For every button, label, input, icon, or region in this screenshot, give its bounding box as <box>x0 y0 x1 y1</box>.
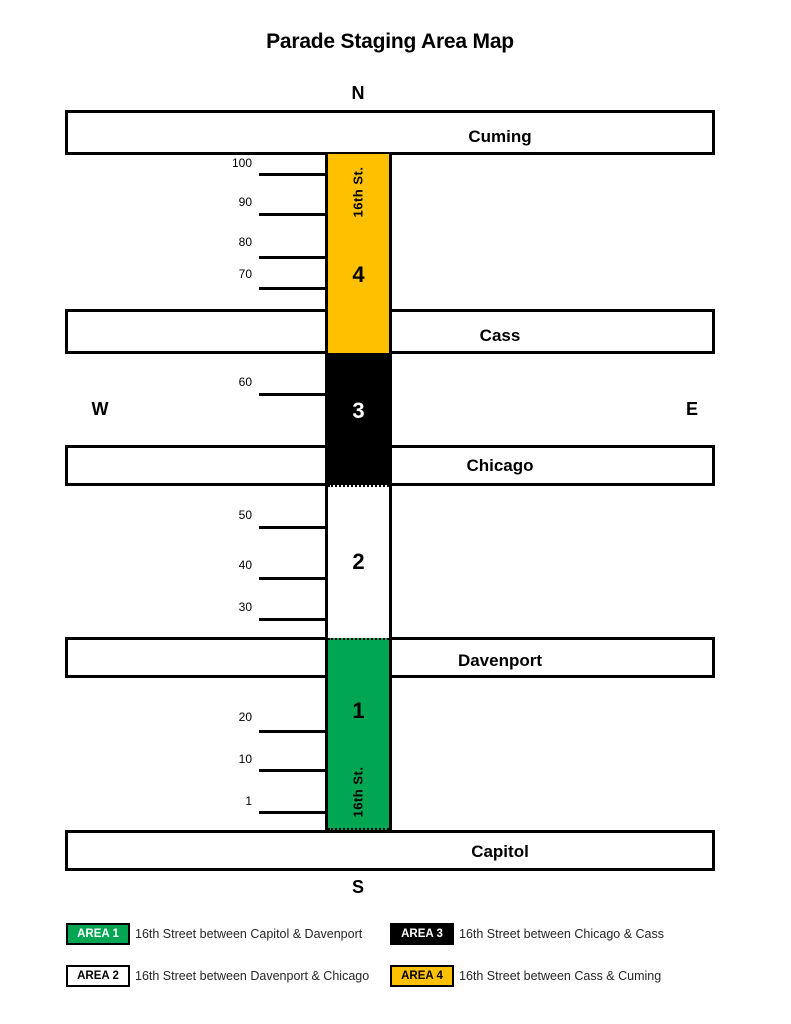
street-label-cass: Cass <box>479 326 521 345</box>
tick-line-90 <box>259 213 325 216</box>
tick-line-100 <box>259 173 325 176</box>
legend-desc-area4: 16th Street between Cass & Cuming <box>459 969 662 983</box>
tick-label-90: 90 <box>238 195 252 209</box>
area-number-2: 2 <box>352 549 365 574</box>
street-label-capitol: Capitol <box>471 842 529 861</box>
area-number-1: 1 <box>352 698 365 723</box>
compass-south-label: S <box>351 877 364 897</box>
legend-item-area2: AREA 2 16th Street between Davenport & C… <box>66 965 369 987</box>
legend-swatch-area3: AREA 3 <box>390 923 454 945</box>
tick-line-70 <box>259 287 325 290</box>
page-title: Parade Staging Area Map <box>266 30 514 53</box>
legend-desc-area1: 16th Street between Capitol & Davenport <box>135 927 363 941</box>
tick-line-60 <box>259 393 325 396</box>
vertical-street-label-south: 16th St. <box>350 766 366 818</box>
tick-label-10: 10 <box>238 752 252 766</box>
tick-label-30: 30 <box>238 600 252 614</box>
area-3-segment <box>328 353 389 485</box>
tick-line-1 <box>259 811 325 814</box>
tick-label-70: 70 <box>238 267 252 281</box>
legend-item-area3: AREA 3 16th Street between Chicago & Cas… <box>390 923 664 945</box>
legend-desc-area3: 16th Street between Chicago & Cass <box>459 927 664 941</box>
tick-line-50 <box>259 526 325 529</box>
street-bar-capitol <box>65 830 715 871</box>
tick-line-40 <box>259 577 325 580</box>
tick-label-1: 1 <box>245 794 252 808</box>
legend-swatch-area1: AREA 1 <box>66 923 130 945</box>
tick-label-60: 60 <box>238 375 252 389</box>
street-label-cuming: Cuming <box>468 127 532 146</box>
legend-swatch-area4: AREA 4 <box>390 965 454 987</box>
area-1-segment <box>328 638 389 830</box>
tick-line-30 <box>259 618 325 621</box>
legend-item-area4: AREA 4 16th Street between Cass & Cuming <box>390 965 661 987</box>
compass-west-label: W <box>91 399 109 419</box>
tick-label-20: 20 <box>238 710 252 724</box>
legend-item-area1: AREA 1 16th Street between Capitol & Dav… <box>66 923 362 945</box>
tick-label-50: 50 <box>238 508 252 522</box>
tick-label-40: 40 <box>238 558 252 572</box>
tick-line-80 <box>259 256 325 259</box>
tick-label-80: 80 <box>238 235 252 249</box>
tick-line-20 <box>259 730 325 733</box>
street-label-chicago: Chicago <box>466 456 534 475</box>
legend-desc-area2: 16th Street between Davenport & Chicago <box>135 969 370 983</box>
area-2-segment <box>328 485 389 638</box>
legend-swatch-area2: AREA 2 <box>66 965 130 987</box>
area-4-segment <box>328 154 389 353</box>
sixteenth-street-column <box>325 154 392 830</box>
tick-line-10 <box>259 769 325 772</box>
street-label-davenport: Davenport <box>457 651 543 670</box>
area-number-3: 3 <box>352 398 365 423</box>
tick-label-100: 100 <box>231 156 252 170</box>
vertical-street-label-north: 16th St. <box>350 166 366 218</box>
street-bar-cuming <box>65 110 715 155</box>
compass-north-label: N <box>351 83 365 103</box>
compass-east-label: E <box>685 399 698 419</box>
area-number-4: 4 <box>352 262 365 287</box>
